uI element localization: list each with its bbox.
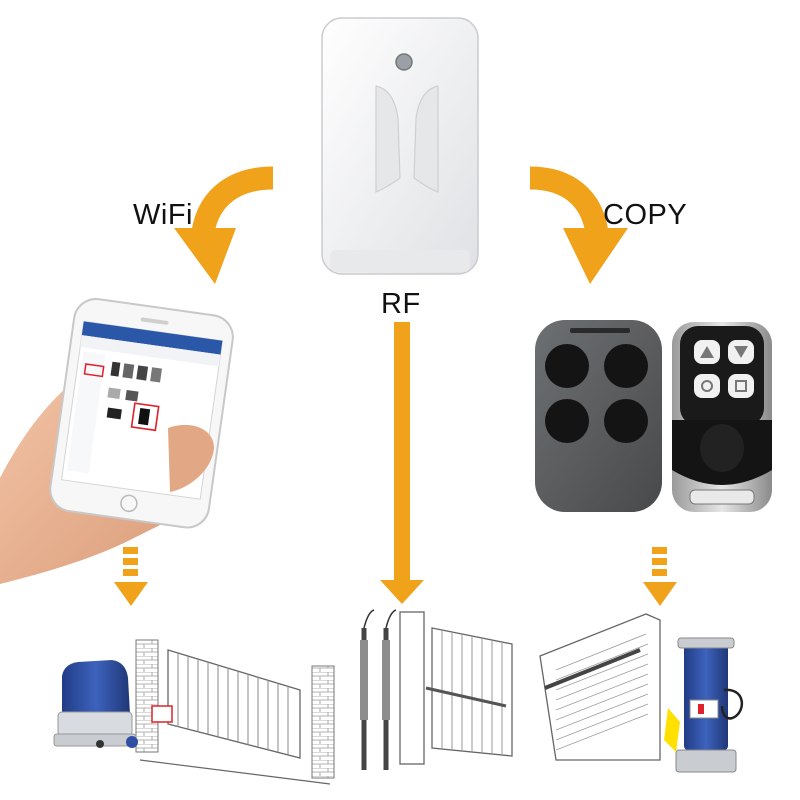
wifi-gateway-device [321, 17, 479, 275]
phone-home-button [120, 494, 138, 513]
remote-button [604, 344, 648, 388]
linear-actuator [360, 609, 397, 770]
device-button-right [413, 85, 439, 193]
down-arrow-icon [380, 322, 424, 604]
device-led [395, 53, 413, 71]
roller-shutter [539, 613, 661, 761]
sliding-gate [135, 639, 335, 785]
shutter-motor [664, 637, 744, 773]
wifi-label: WiFi [133, 199, 193, 231]
remote-button [545, 399, 589, 443]
hand-thumb [168, 424, 214, 492]
rf-label: RF [381, 288, 421, 320]
dashed-down-arrow-icon [114, 547, 148, 606]
swing-gate [399, 611, 513, 765]
metal-keyfob-remote [672, 322, 772, 512]
curved-arrow-icon [174, 166, 274, 284]
copy-label: COPY [603, 199, 688, 231]
curved-arrow-icon [529, 166, 628, 284]
device-button-left [375, 85, 401, 193]
keyfob-button [694, 374, 720, 398]
dashed-down-arrow-icon [643, 547, 677, 606]
four-button-remote [535, 320, 662, 512]
smartphone [49, 298, 234, 529]
remote-button [545, 344, 589, 388]
remote-button [604, 399, 648, 443]
gate-opener-motor [53, 660, 138, 748]
keyfob-button [728, 374, 754, 398]
